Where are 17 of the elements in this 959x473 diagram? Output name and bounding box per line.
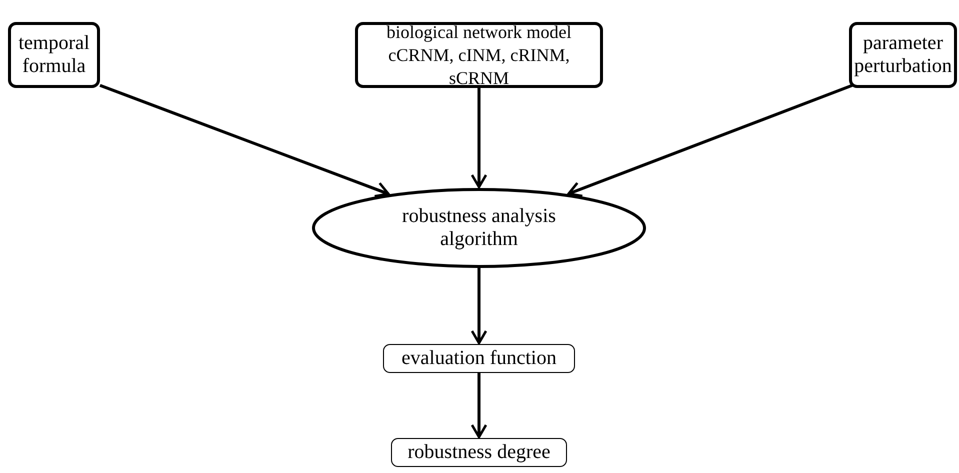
- output-box: [383, 344, 575, 373]
- node-label: temporal formula: [17, 32, 91, 78]
- arrow: [567, 84, 853, 198]
- input-box: [8, 22, 100, 88]
- input-box: [355, 22, 603, 88]
- arrow: [470, 268, 488, 344]
- node-label: robustness degree: [408, 441, 550, 464]
- arrow: [99, 84, 390, 198]
- node-label: biological network model cCRNM, cINM, cRINM, sCRNM: [386, 20, 572, 90]
- input-box: [849, 22, 957, 88]
- process-ellipse: [312, 188, 646, 268]
- arrow: [470, 373, 488, 438]
- arrow: [470, 88, 488, 188]
- node-label: evaluation function: [402, 347, 556, 370]
- node-label: robustness analysis algorithm: [402, 205, 556, 251]
- node-label: parameter perturbation: [854, 32, 952, 78]
- output-box: [391, 438, 567, 467]
